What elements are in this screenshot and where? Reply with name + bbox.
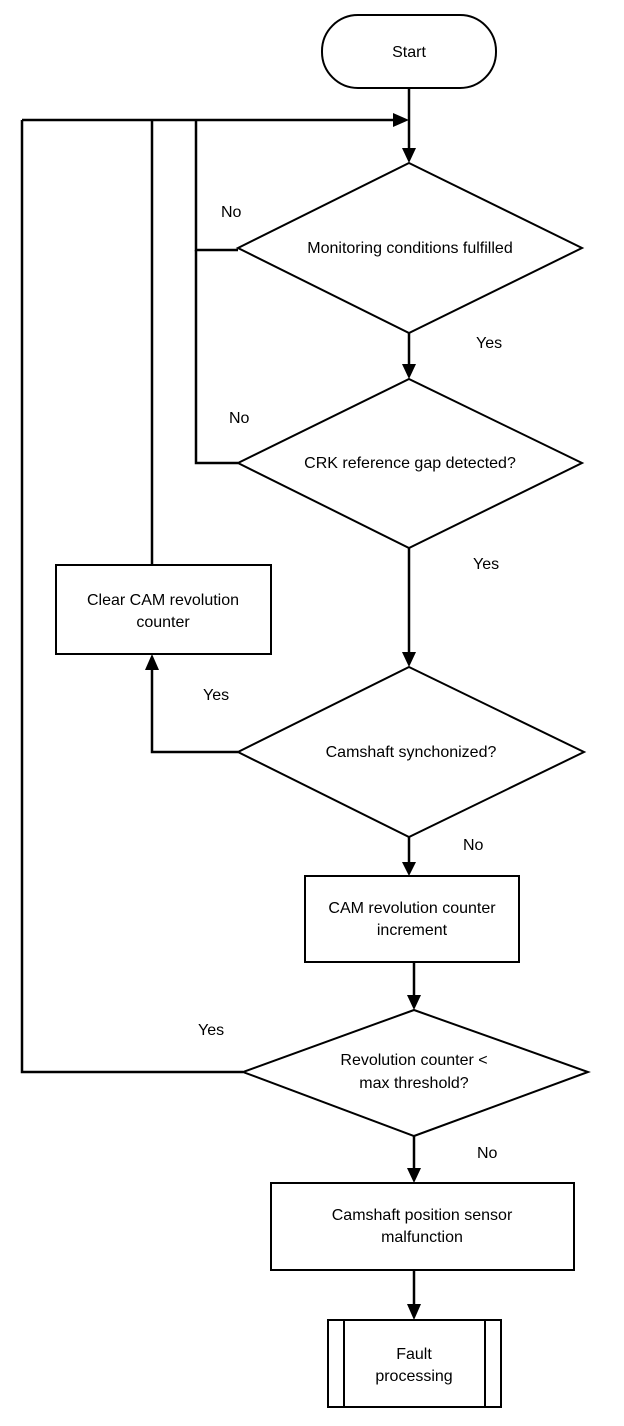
monitoring-label: Monitoring conditions fulfilled xyxy=(307,240,512,257)
malfunction-line2: malfunction xyxy=(381,1229,463,1246)
edge-label-monitoring-no: No xyxy=(221,204,242,221)
counter-increment-line2: increment xyxy=(377,922,448,939)
edge-label-threshold-no: No xyxy=(477,1145,498,1162)
arrowhead xyxy=(145,654,159,670)
arrowheads xyxy=(145,113,421,1320)
malfunction-line1: Camshaft position sensor xyxy=(332,1207,513,1224)
edge-label-crk-no: No xyxy=(229,410,250,427)
fault-line2: processing xyxy=(375,1368,452,1385)
arrowhead xyxy=(393,113,409,127)
clear-counter-line1: Clear CAM revolution xyxy=(87,592,239,609)
threshold-line2: max threshold? xyxy=(359,1075,468,1092)
edge-labels: No Yes No Yes Yes No Yes No xyxy=(198,204,502,1162)
arrowhead xyxy=(402,148,416,163)
edge-label-threshold-yes: Yes xyxy=(198,1022,224,1039)
start-terminator: Start xyxy=(321,14,497,89)
counter-increment-line1: CAM revolution counter xyxy=(328,900,496,917)
fault-line1: Fault xyxy=(396,1346,432,1363)
arrowhead xyxy=(407,1304,421,1320)
edge-label-crk-yes: Yes xyxy=(473,556,499,573)
clear-counter-process: Clear CAM revolution counter xyxy=(55,564,272,655)
cam-sync-decision: Camshaft synchonized? xyxy=(235,665,587,839)
connector-lines xyxy=(20,88,416,1307)
arrowhead xyxy=(402,652,416,667)
edge-label-monitoring-yes: Yes xyxy=(476,335,502,352)
edge-label-sync-yes: Yes xyxy=(203,687,229,704)
sensor-malfunction-process: Camshaft position sensor malfunction xyxy=(270,1182,575,1271)
threshold-decision: Revolution counter < max threshold? xyxy=(240,1008,591,1138)
arrowhead xyxy=(407,1168,421,1183)
threshold-line1: Revolution counter < xyxy=(340,1052,487,1069)
arrowhead xyxy=(407,995,421,1010)
counter-increment-process: CAM revolution counter increment xyxy=(304,875,520,963)
clear-counter-line2: counter xyxy=(136,614,190,631)
arrowhead xyxy=(402,862,416,876)
edge-label-sync-no: No xyxy=(463,837,484,854)
arrowhead xyxy=(402,364,416,379)
monitoring-decision: Monitoring conditions fulfilled xyxy=(235,161,585,335)
crk-gap-label: CRK reference gap detected? xyxy=(304,455,516,472)
fault-processing-subroutine: Fault processing xyxy=(327,1319,502,1408)
start-label: Start xyxy=(392,44,426,61)
crk-gap-decision: CRK reference gap detected? xyxy=(235,377,585,550)
cam-sync-label: Camshaft synchonized? xyxy=(326,744,497,761)
